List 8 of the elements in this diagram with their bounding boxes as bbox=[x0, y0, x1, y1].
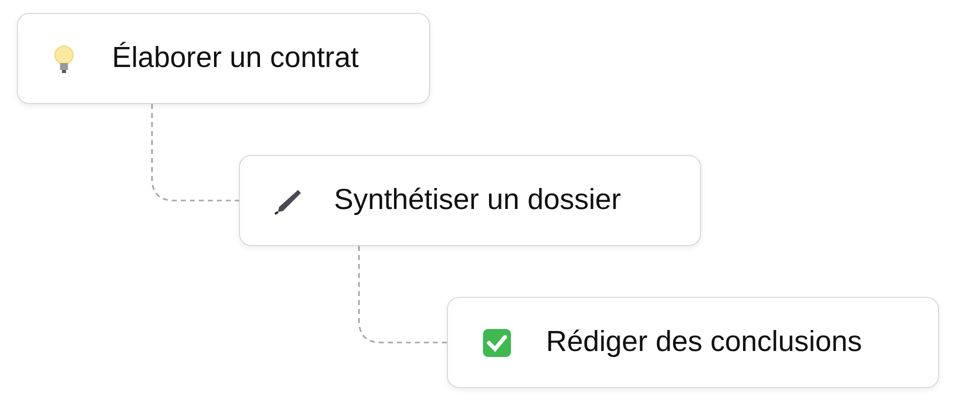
task-label: Élaborer un contrat bbox=[112, 42, 359, 75]
dashed-connector bbox=[151, 104, 239, 202]
task-card bbox=[239, 155, 701, 246]
dashed-connector bbox=[358, 246, 447, 344]
task-card bbox=[447, 297, 939, 388]
task-label: Synthétiser un dossier bbox=[334, 184, 621, 217]
task-card bbox=[17, 13, 430, 104]
task-label: Rédiger des conclusions bbox=[546, 326, 862, 359]
